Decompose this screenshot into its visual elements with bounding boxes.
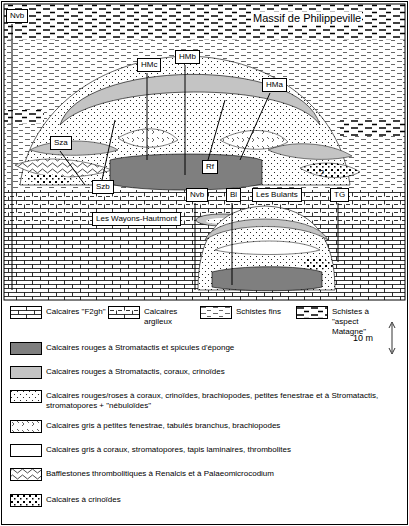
region-title: Massif de Philippeville (252, 12, 362, 25)
legend-text: Calcaires à crinoïdes (46, 495, 386, 505)
legend-row: Calcaires rouges/roses à coraux, crinoïd… (10, 390, 390, 414)
node-text: TG (334, 190, 345, 200)
borehole-label: HMb (175, 50, 200, 64)
borehole-label: Les Wayons-Hautmont (92, 212, 181, 226)
borehole-label: Rf (202, 160, 218, 174)
legend-text: Schistes à "aspect Matagne" (332, 307, 384, 337)
legend-swatch (10, 366, 42, 379)
borehole-label: Sza (50, 136, 72, 150)
legend-text: Calcaires "F2gh" (46, 307, 106, 317)
legend-row: Schistes fins (200, 306, 300, 330)
legend-row: Calcaires gris à coraux, stromatopores, … (10, 444, 390, 468)
node-text: Bl (230, 190, 237, 200)
node-text: Les Bulants (256, 190, 298, 200)
legend-swatch (200, 306, 232, 319)
legend-text: Calcaires rouges à Stromatactis, coraux,… (46, 367, 386, 377)
legend-text: Bafflestones thrombolitiques à Renalcis … (46, 469, 386, 479)
legend-swatch (10, 342, 42, 355)
legend-text: Schistes fins (236, 307, 296, 317)
borehole-label: HMc (137, 58, 161, 72)
legend-text: Calcaires gris à petites fenestrae, tabu… (46, 421, 386, 431)
node-text: Nvb (190, 190, 204, 200)
node-text: HMa (266, 80, 283, 90)
legend-swatch (10, 390, 42, 403)
borehole-label: Nvb (6, 9, 28, 23)
borehole-label: Les Bulants (252, 188, 302, 202)
borehole-label: Nvb (186, 188, 208, 202)
legend-swatch (108, 306, 140, 319)
borehole-label: Bl (226, 188, 241, 202)
legend-row: Calcaires rouges à Stromatactis et spicu… (10, 342, 390, 366)
borehole-label: TG (330, 188, 349, 202)
legend-row: Calcaires gris à petites fenestrae, tabu… (10, 420, 390, 444)
legend-swatch (10, 468, 42, 481)
legend-swatch (10, 306, 42, 319)
legend-swatch (10, 420, 42, 433)
legend-row: Calcaires à crinoïdes (10, 494, 390, 518)
node-text: HMc (141, 60, 157, 70)
legend-row: Schistes à "aspect Matagne" (296, 306, 388, 330)
node-text: Szb (96, 182, 110, 192)
borehole-label: HMa (262, 78, 287, 92)
node-text: Sza (54, 138, 68, 148)
question-mark: ? (318, 168, 325, 179)
legend-swatch (296, 306, 328, 319)
node-text: HMb (179, 52, 196, 62)
legend-row: Calcaires rouges à Stromatactis, coraux,… (10, 366, 390, 390)
node-text: Nvb (10, 11, 24, 21)
legend-text: Calcaires gris à coraux, stromatopores, … (46, 445, 386, 455)
legend-swatch (10, 494, 42, 507)
legend-swatch (10, 444, 42, 457)
legend-text: Calcaires rouges à Stromatactis et spicu… (46, 343, 386, 353)
node-text: Les Wayons-Hautmont (96, 214, 177, 224)
legend-text: Calcaires argileux (144, 307, 196, 327)
legend-row: Calcaires "F2gh" (10, 306, 110, 330)
legend-row: Calcaires argileux (108, 306, 200, 330)
legend-row: Bafflestones thrombolitiques à Renalcis … (10, 468, 390, 492)
node-text: Rf (206, 162, 214, 172)
borehole-label: Szb (92, 180, 114, 194)
legend-text: Calcaires rouges/roses à coraux, crinoïd… (46, 391, 386, 411)
